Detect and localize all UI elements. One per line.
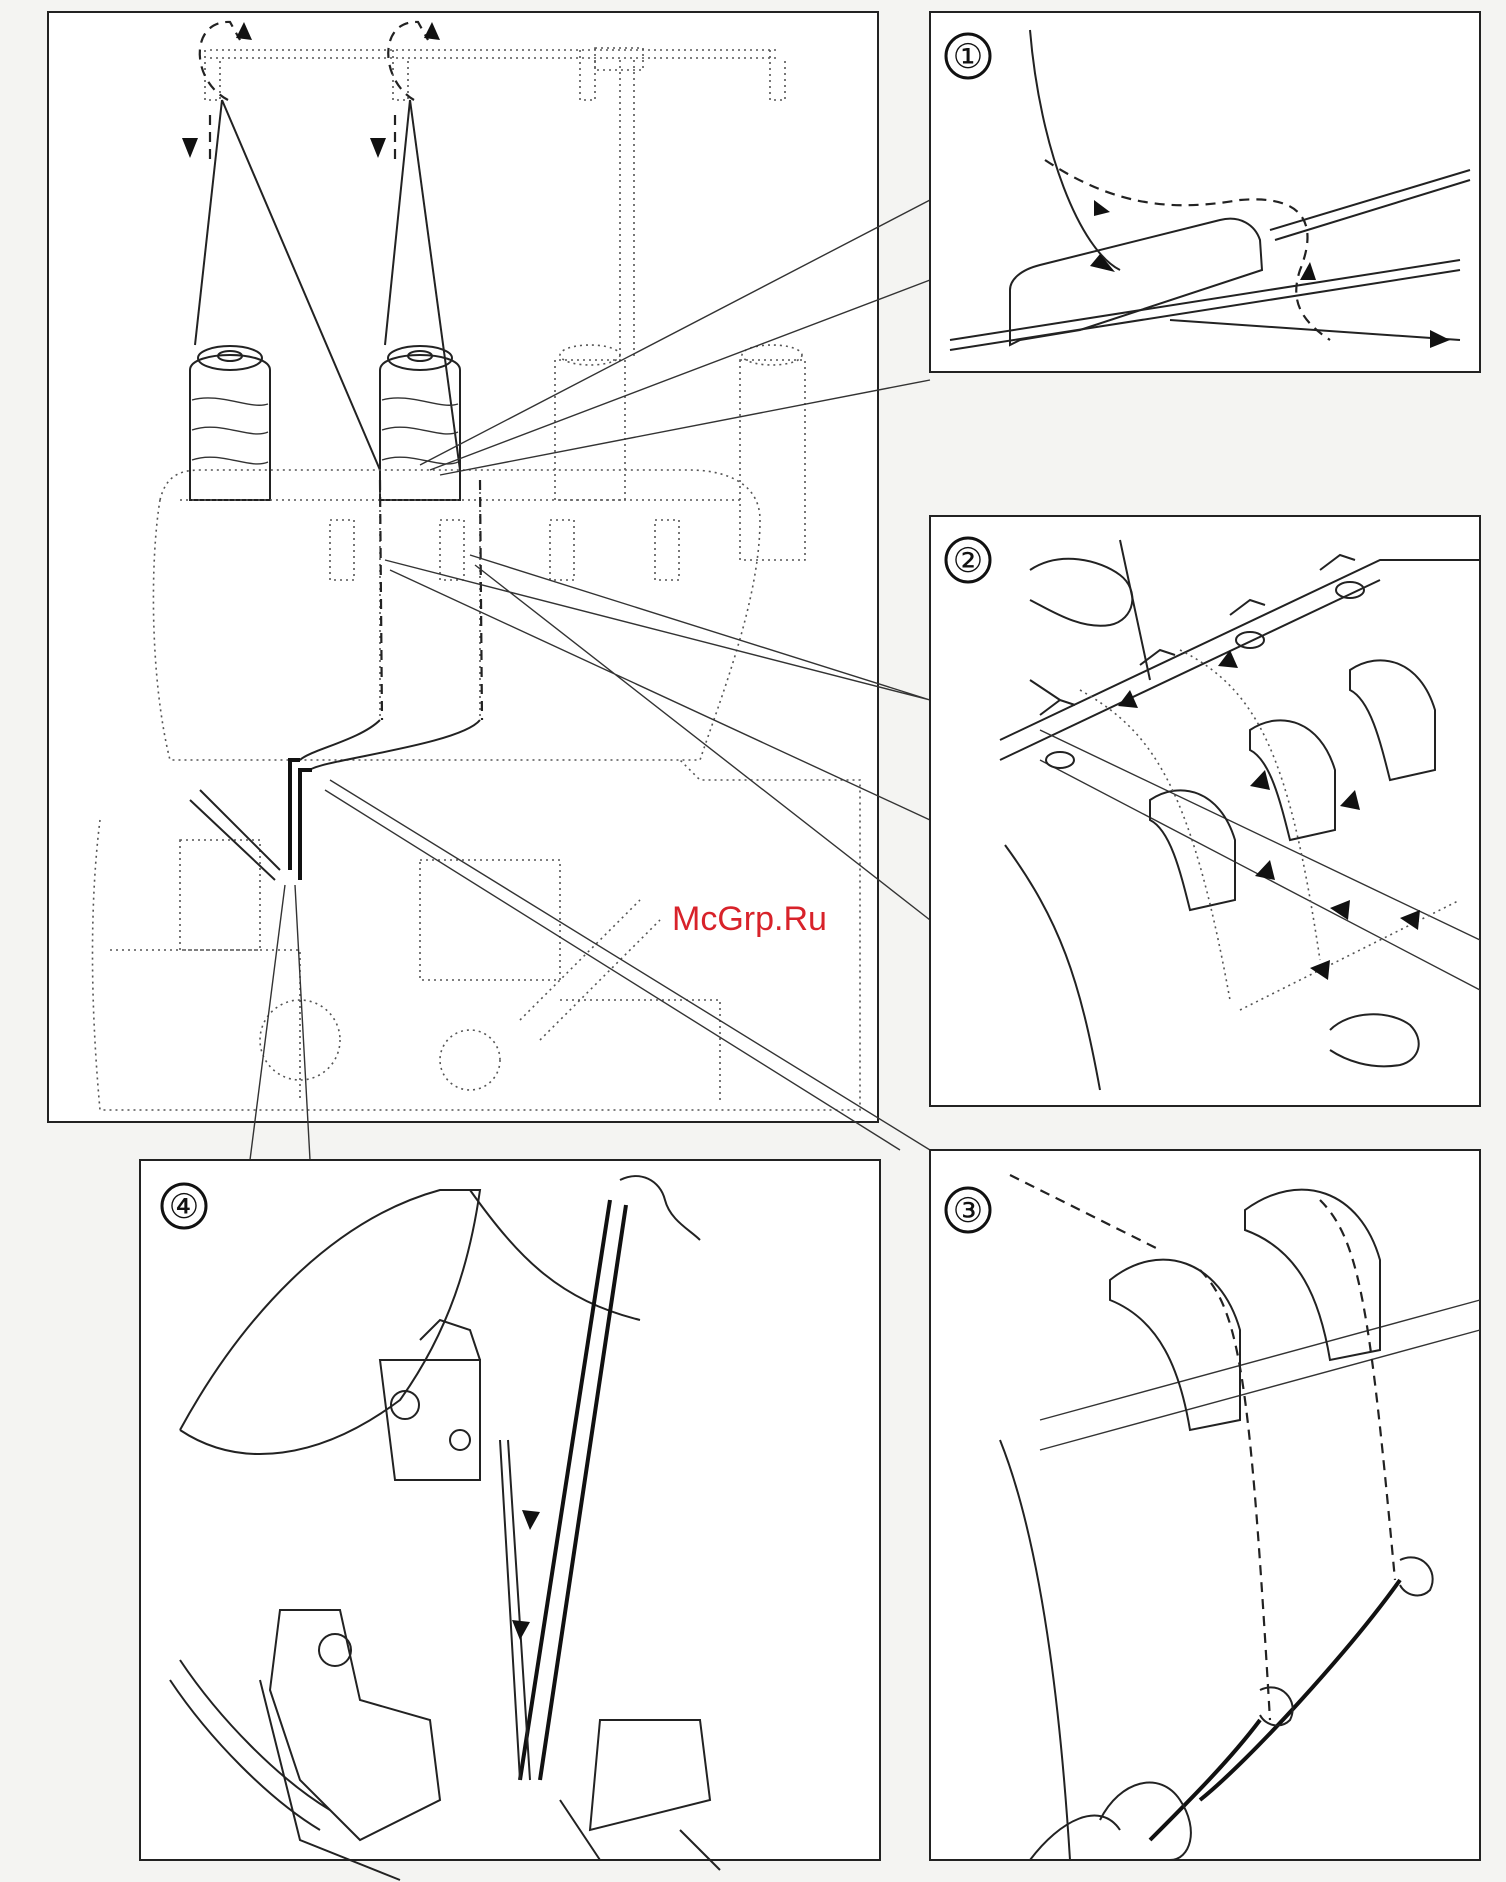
main-panel-frame	[48, 12, 878, 1122]
panel-1-number: ①	[953, 37, 983, 77]
panel-4-frame	[140, 1160, 880, 1860]
detail-panel-3: ③	[930, 1150, 1480, 1860]
panel-4-number: ④	[169, 1187, 199, 1227]
watermark-text: McGrp.Ru	[672, 900, 827, 938]
panel-2-number: ②	[953, 541, 983, 581]
main-machine-panel: McGrp.Ru	[48, 12, 930, 1160]
detail-panel-1: ①	[930, 12, 1480, 372]
panel-3-frame	[930, 1150, 1480, 1860]
detail-panel-4: ④	[140, 1160, 880, 1880]
detail-panel-2: ②	[930, 516, 1480, 1106]
panel-3-number: ③	[953, 1191, 983, 1231]
